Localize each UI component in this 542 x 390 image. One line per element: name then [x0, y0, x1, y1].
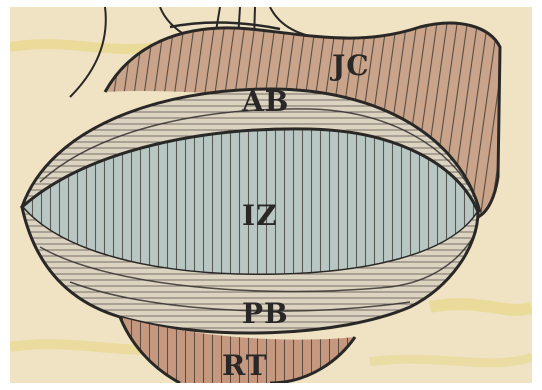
- label-pb: PB: [242, 297, 289, 330]
- label-iz: IZ: [242, 199, 278, 232]
- label-ab: AB: [241, 85, 289, 118]
- paper-streak: [430, 304, 532, 310]
- label-rt: RT: [222, 349, 268, 382]
- label-jc: JC: [329, 49, 370, 82]
- anatomical-drawing: JC AB IZ PB RT: [10, 7, 532, 383]
- paper-streak: [370, 357, 532, 363]
